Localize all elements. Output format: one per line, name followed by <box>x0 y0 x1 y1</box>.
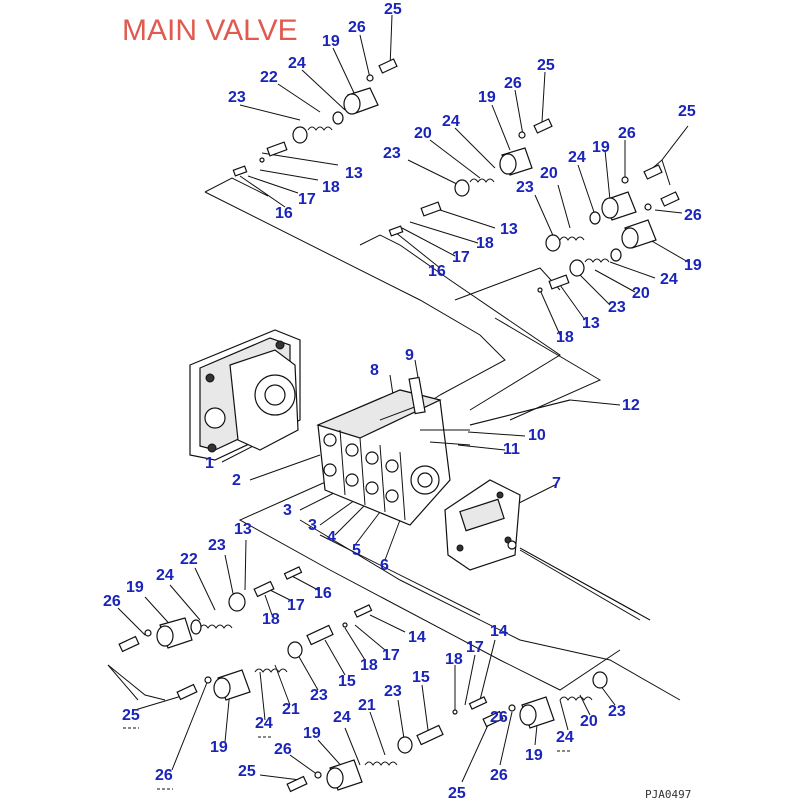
callout-label: 1 <box>205 455 214 472</box>
callout-label: 26 <box>490 709 508 726</box>
callout-label: 14 <box>408 629 426 646</box>
callout-labels: 25 26 19 24 22 23 13 18 17 16 25 26 19 2… <box>103 1 702 800</box>
callout-label: 11 <box>503 441 520 458</box>
callout-label: 13 <box>500 221 518 238</box>
callout-label: 24 <box>156 567 174 584</box>
callout-label: 19 <box>210 739 228 756</box>
callout-label: 24 <box>333 709 351 726</box>
callout-label: 25 <box>238 763 256 780</box>
callout-label: 26 <box>103 593 121 610</box>
callout-label: 19 <box>322 33 340 50</box>
callout-label: 19 <box>303 725 321 742</box>
callout-label: 20 <box>632 285 650 302</box>
callout-label: 23 <box>228 89 246 106</box>
top-relief-groups <box>232 58 680 293</box>
callout-label: 16 <box>314 585 332 602</box>
callout-label: 20 <box>540 165 558 182</box>
callout-label: 23 <box>208 537 226 554</box>
callout-label: 26 <box>504 75 522 92</box>
callout-label: 4 <box>327 529 336 546</box>
callout-label: 24 <box>568 149 586 166</box>
callout-label: 19 <box>126 579 144 596</box>
callout-label: 8 <box>370 362 379 379</box>
callout-label: 24 <box>442 113 460 130</box>
callout-label: 17 <box>466 639 484 656</box>
callout-label: 25 <box>678 103 696 120</box>
callout-label: 18 <box>556 329 574 346</box>
callout-label: 25 <box>122 707 140 724</box>
callout-label: 25 <box>384 1 402 18</box>
callout-label: 15 <box>412 669 430 686</box>
drawing-number: PJA0497 <box>645 788 691 800</box>
callout-label: 20 <box>580 713 598 730</box>
callout-label: 18 <box>360 657 378 674</box>
callout-label: 23 <box>516 179 534 196</box>
callout-label: 2 <box>232 472 241 489</box>
callout-label: 26 <box>490 767 508 784</box>
callout-label: 13 <box>345 165 363 182</box>
callout-label: 26 <box>274 741 292 758</box>
callout-label: 23 <box>383 145 401 162</box>
callout-label: 26 <box>618 125 636 142</box>
callout-label: 19 <box>592 139 610 156</box>
callout-label: 16 <box>428 263 446 280</box>
callout-label: 14 <box>490 623 508 640</box>
callout-label: 25 <box>537 57 555 74</box>
callout-label: 25 <box>448 785 466 800</box>
callout-label: 13 <box>582 315 600 332</box>
callout-label: 23 <box>384 683 402 700</box>
callout-label: 19 <box>478 89 496 106</box>
callout-label: 22 <box>260 69 278 86</box>
callout-label: 21 <box>282 701 300 718</box>
callout-label: 12 <box>622 397 640 414</box>
callout-label: 23 <box>310 687 328 704</box>
callout-label: 6 <box>380 557 389 574</box>
callout-label: 17 <box>298 191 316 208</box>
callout-label: 26 <box>684 207 702 224</box>
callout-label: 21 <box>358 697 376 714</box>
callout-label: 16 <box>275 205 293 222</box>
callout-label: 26 <box>155 767 173 784</box>
callout-label: 19 <box>684 257 702 274</box>
callout-label: 13 <box>234 521 252 538</box>
callout-label: 24 <box>288 55 306 72</box>
callout-label: 20 <box>414 125 432 142</box>
callout-label: 24 <box>255 715 273 732</box>
callout-label: 24 <box>660 271 678 288</box>
bottom-relief-groups <box>118 566 608 793</box>
callout-label: 17 <box>452 249 470 266</box>
diagram-title: MAIN VALVE <box>122 14 298 47</box>
callout-label: 23 <box>608 299 626 316</box>
callout-label: 3 <box>308 517 317 534</box>
callout-label: 19 <box>525 747 543 764</box>
callout-label: 18 <box>322 179 340 196</box>
callout-label: 18 <box>476 235 494 252</box>
callout-label: 10 <box>528 427 546 444</box>
callout-label: 5 <box>352 542 361 559</box>
callout-label: 3 <box>283 502 292 519</box>
callout-label: 23 <box>608 703 626 720</box>
callout-label: 7 <box>552 475 561 492</box>
callout-label: 9 <box>405 347 414 364</box>
callout-label: 22 <box>180 551 198 568</box>
valve-body-assembly <box>189 329 651 621</box>
callout-label: 18 <box>445 651 463 668</box>
callout-label: 18 <box>262 611 280 628</box>
callout-label: 15 <box>338 673 356 690</box>
callout-label: 17 <box>382 647 400 664</box>
callout-label: 17 <box>287 597 305 614</box>
callout-label: 26 <box>348 19 366 36</box>
leader-lines <box>107 14 689 783</box>
callout-label: 24 <box>556 729 574 746</box>
